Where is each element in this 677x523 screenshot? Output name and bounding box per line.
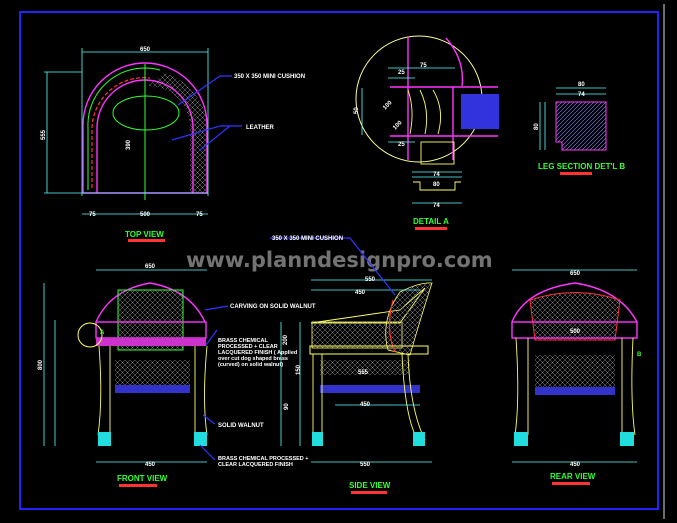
dim-mid: 390 (126, 139, 132, 150)
side-back (385, 282, 433, 356)
detail-dim: 25 (398, 70, 405, 76)
brass-strip (96, 338, 206, 346)
detail-b-marker: B (637, 352, 642, 358)
front-view-title: FRONT VIEW (117, 474, 168, 483)
leg-section-shape (555, 101, 607, 151)
title-underline (560, 172, 592, 175)
detail-dim: 100 (392, 120, 404, 132)
leg-section-title: LEG SECTION DET'L B (538, 162, 625, 171)
sheet-frame (19, 11, 659, 510)
detail-dim: 75 (420, 63, 427, 69)
top-view-title: TOP VIEW (125, 230, 164, 239)
detail-dim: 80 (433, 182, 440, 188)
brass-foot (98, 432, 111, 446)
dim-rear-bottom: 450 (570, 462, 581, 468)
watermark: www.planndesignpro.com (186, 248, 493, 272)
dim-front-width: 650 (145, 264, 156, 270)
fabric-section (461, 94, 499, 129)
dim-side-h3: 90 (284, 403, 290, 410)
title-underline (128, 239, 165, 242)
side-rail (320, 385, 420, 393)
dim-side-seat: 450 (360, 402, 371, 408)
leg-dim: 80 (534, 123, 540, 130)
dim-rear-inner: 500 (570, 329, 581, 335)
chair-outline-top (82, 62, 208, 194)
detail-dim: 74 (433, 203, 440, 209)
detail-a-callout (77, 322, 103, 348)
title-underline (415, 227, 447, 230)
side-view: 350 X 350 MINI CUSHION 550 450 555 450 5… (270, 236, 433, 494)
dim-front-height: 800 (38, 359, 44, 370)
note-brass-2: BRASS CHEMICAL PROCESSED + CLEAR LACQUER… (218, 456, 309, 468)
rear-view: 650 500 450 B REAR VIEW (511, 269, 642, 485)
note-brass: BRASS CHEMICAL PROCESSED + CLEAR LACQUER… (218, 338, 297, 368)
note-walnut: SOLID WALNUT (218, 423, 264, 429)
dim-inner: 500 (140, 212, 151, 218)
dimension-lines (44, 48, 209, 215)
top-view: 650 555 390 75 500 75 350 X 350 MINI CUS… (41, 47, 305, 242)
rear-back-panel (529, 292, 621, 341)
dim-width: 650 (140, 47, 151, 53)
leg-dim: 74 (578, 92, 585, 98)
leg-section-detail: 80 74 80 LEG SECTION DET'L B (534, 82, 625, 175)
brass-foot (194, 432, 207, 446)
detail-a-title: DETAIL A (413, 217, 449, 226)
detail-dim: 50 (354, 107, 360, 114)
note-carving: CARVING ON SOLID WALNUT (230, 304, 316, 310)
leather-label: LEATHER (246, 125, 275, 131)
side-view-title: SIDE VIEW (349, 481, 391, 490)
side-cushion-label: 350 X 350 MINI CUSHION (272, 236, 343, 242)
dim-side-depth: 555 (358, 370, 369, 376)
dim-side-right: 75 (196, 212, 203, 218)
dim-side-back: 450 (355, 290, 366, 296)
dim-rear-width: 650 (570, 271, 581, 277)
cushion-label: 350 X 350 MINI CUSHION (234, 74, 305, 80)
dim-side-top: 550 (365, 277, 376, 283)
front-view: A 650 800 450 CARVING ON SOLID WALNUT BR… (38, 264, 316, 487)
dim-front-seat: 450 (145, 462, 156, 468)
dim-side-h2: 150 (296, 364, 302, 375)
detail-dim: 74 (433, 172, 440, 178)
rear-view-title: REAR VIEW (550, 472, 596, 481)
leather-hatch (148, 73, 207, 193)
detail-a: 75 25 25 100 100 50 74 80 74 DETAIL A (354, 35, 499, 230)
title-underline (552, 482, 590, 485)
detail-dim: 100 (382, 100, 394, 112)
title-underline (119, 484, 157, 487)
dim-side-width: 550 (360, 462, 371, 468)
title-underline (351, 491, 387, 494)
mini-cushion-top (112, 95, 180, 131)
detail-a-marker: A (100, 330, 105, 336)
detail-dim: 25 (398, 142, 405, 148)
leg-dim: 80 (578, 82, 585, 88)
leader-lines (171, 75, 242, 151)
dim-side-left: 75 (89, 212, 96, 218)
dim-depth: 555 (41, 129, 47, 140)
dim-side-h1: 200 (283, 334, 289, 345)
